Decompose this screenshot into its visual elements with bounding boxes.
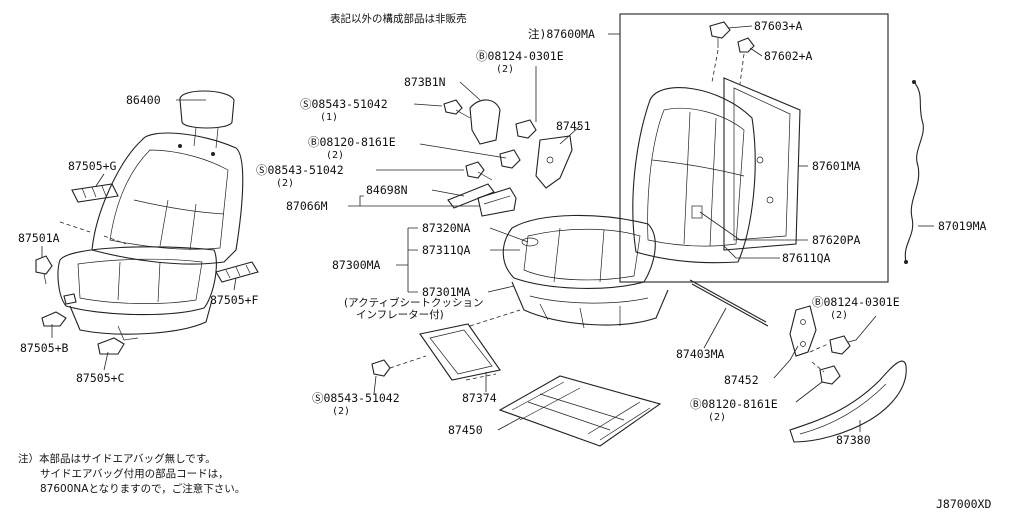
label-08124-right-qty: (2): [830, 310, 848, 321]
label-87450: 87450: [448, 423, 483, 437]
label-87601MA: 87601MA: [812, 159, 861, 173]
label-87505G: 87505+G: [68, 159, 117, 173]
seat-back-frame-box: [619, 13, 889, 283]
label-87380: 87380: [836, 433, 871, 447]
label-87019MA: 87019MA: [938, 219, 987, 233]
label-86400: 86400: [126, 93, 161, 107]
label-87452: 87452: [724, 373, 759, 387]
label-873B1N: 873B1N: [404, 75, 446, 89]
label-08120-b-qty: (2): [708, 412, 726, 423]
leader-lines: [41, 25, 934, 432]
footnote-line-2: サイドエアバッグ付用の部品コードは，: [40, 467, 229, 480]
callout-labels: 表記以外の構成部品は非販売 注)87600MA 87603+A 87602+A …: [18, 12, 991, 511]
label-08124-top-qty: (2): [496, 64, 514, 75]
footnote-line-1: 注）本部品はサイドエアバッグ無しです。: [18, 452, 216, 465]
label-87603A: 87603+A: [754, 19, 803, 33]
label-87505B: 87505+B: [20, 341, 69, 355]
label-08543-b: Ⓢ08543-51042: [256, 163, 344, 177]
header-note: 表記以外の構成部品は非販売: [330, 12, 467, 25]
label-87403MA: 87403MA: [676, 347, 725, 361]
label-08543-c-qty: (2): [332, 406, 350, 417]
label-87320NA: 87320NA: [422, 221, 471, 235]
label-87300MA: 87300MA: [332, 258, 381, 272]
label-87374: 87374: [462, 391, 497, 405]
label-08543-a-qty: (1): [320, 112, 338, 123]
label-87620PA: 87620PA: [812, 233, 861, 247]
diagram-code: J87000XD: [936, 497, 991, 511]
small-parts-left: [35, 183, 259, 355]
label-87602A: 87602+A: [764, 49, 813, 63]
label-katakana-2: インフレーター付): [356, 308, 444, 321]
label-87501A: 87501A: [18, 231, 60, 245]
label-84698N: 84698N: [366, 183, 408, 197]
seat-back-exploded: [632, 21, 801, 264]
label-87600MA: 注)87600MA: [528, 27, 595, 41]
label-08120-a: Ⓑ08120-8161E: [308, 135, 396, 149]
label-87301MA: 87301MA: [422, 285, 471, 299]
label-08124-top: Ⓑ08124-0301E: [476, 49, 564, 63]
label-08543-c: Ⓢ08543-51042: [312, 391, 400, 405]
seat-assembly-drawing: [57, 90, 244, 341]
label-08120-a-qty: (2): [326, 150, 344, 161]
label-87611QA: 87611QA: [782, 251, 831, 265]
harness-87019MA: [904, 81, 924, 263]
label-08543-a: Ⓢ08543-51042: [300, 97, 388, 111]
right-small-parts: [789, 305, 907, 443]
label-87066M: 87066M: [286, 199, 328, 213]
label-08124-right: Ⓑ08124-0301E: [812, 295, 900, 309]
label-katakana-1: (アクティブシートクッション: [344, 296, 483, 309]
middle-small-parts: [443, 99, 573, 217]
label-87451: 87451: [556, 119, 591, 133]
cushion-exploded: [371, 214, 769, 447]
label-87505F: 87505+F: [210, 293, 259, 307]
label-08543-b-qty: (2): [276, 178, 294, 189]
label-08120-b: Ⓑ08120-8161E: [690, 397, 778, 411]
label-87311QA: 87311QA: [422, 243, 471, 257]
footnote-line-3: 87600NAとなりますので，ご注意下さい。: [40, 482, 245, 495]
label-87505C: 87505+C: [76, 371, 125, 385]
